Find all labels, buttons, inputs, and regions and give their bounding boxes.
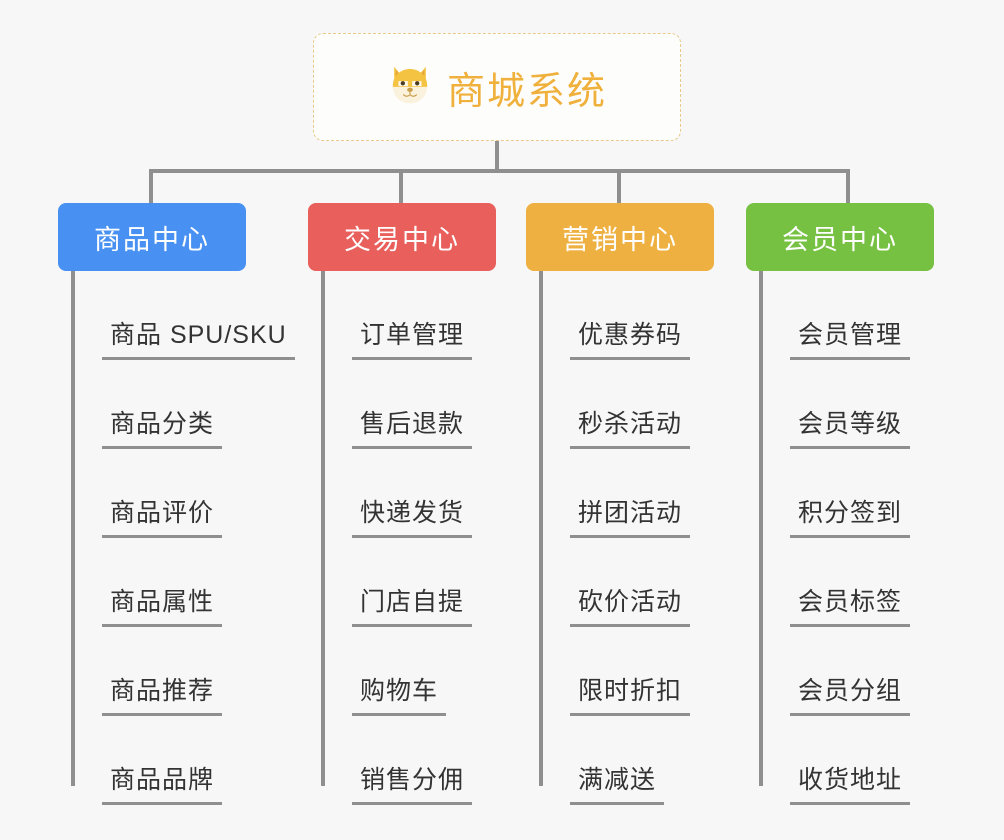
list-item-label: 满减送 [570,760,665,805]
column-marketing-center: 营销中心 优惠券码 秒杀活动 拼团活动 砍价活动 限时折扣 满减送 [526,203,714,805]
root-node[interactable]: 商城系统 [313,33,681,141]
connector-root-stem [495,141,499,173]
list-item[interactable]: 商品属性 [71,538,246,627]
list-item[interactable]: 订单管理 [321,271,496,360]
column-header-product-center[interactable]: 商品中心 [58,203,246,271]
list-item-label: 商品推荐 [102,671,223,716]
list-item[interactable]: 购物车 [321,627,496,716]
list-item[interactable]: 会员等级 [759,360,934,449]
column-header-trade-center[interactable]: 交易中心 [308,203,496,271]
connector-drop-3 [617,169,621,205]
list-item[interactable]: 会员分组 [759,627,934,716]
list-item[interactable]: 拼团活动 [539,449,714,538]
list-item[interactable]: 满减送 [539,716,714,805]
list-item[interactable]: 商品评价 [71,449,246,538]
list-item-label: 积分签到 [790,493,911,538]
list-item[interactable]: 收货地址 [759,716,934,805]
list-item-label: 限时折扣 [570,671,691,716]
list-item-label: 商品分类 [102,404,223,449]
list-item[interactable]: 限时折扣 [539,627,714,716]
list-item-label: 快递发货 [352,493,473,538]
list-item-label: 秒杀活动 [570,404,691,449]
root-title: 商城系统 [446,70,607,113]
column-body: 订单管理 售后退款 快递发货 门店自提 购物车 销售分佣 [308,271,496,805]
list-item-label: 会员标签 [790,582,911,627]
connector-bus [149,169,850,173]
column-header-member-center[interactable]: 会员中心 [746,203,934,271]
list-item-label: 售后退款 [352,404,473,449]
column-product-center: 商品中心 商品 SPU/SKU 商品分类 商品评价 商品属性 商品推荐 商品品牌 [58,203,295,805]
connector-spine [539,271,543,786]
list-item-label: 会员分组 [790,671,911,716]
list-item[interactable]: 售后退款 [321,360,496,449]
list-item[interactable]: 门店自提 [321,538,496,627]
column-body: 会员管理 会员等级 积分签到 会员标签 会员分组 收货地址 [746,271,934,805]
list-item[interactable]: 商品 SPU/SKU [71,271,295,360]
column-header-label: 交易中心 [344,224,460,255]
connector-drop-1 [149,169,153,205]
list-item[interactable]: 商品品牌 [71,716,246,805]
list-item-label: 购物车 [352,671,447,716]
list-item[interactable]: 会员标签 [759,538,934,627]
list-item[interactable]: 会员管理 [759,271,934,360]
list-item-label: 拼团活动 [570,493,691,538]
connector-spine [759,271,763,786]
list-item[interactable]: 积分签到 [759,449,934,538]
connector-drop-4 [846,169,850,205]
list-item-label: 会员等级 [790,404,911,449]
column-header-label: 营销中心 [562,224,678,255]
list-item-label: 会员管理 [790,315,911,360]
list-item[interactable]: 商品分类 [71,360,246,449]
connector-drop-2 [399,169,403,205]
column-member-center: 会员中心 会员管理 会员等级 积分签到 会员标签 会员分组 收货地址 [746,203,934,805]
list-item[interactable]: 商品推荐 [71,627,246,716]
list-item[interactable]: 快递发货 [321,449,496,538]
column-header-label: 商品中心 [94,224,210,255]
column-body: 商品 SPU/SKU 商品分类 商品评价 商品属性 商品推荐 商品品牌 [58,271,295,805]
list-item-label: 商品 SPU/SKU [102,315,295,360]
list-item-label: 订单管理 [352,315,473,360]
list-item[interactable]: 优惠券码 [539,271,714,360]
list-item-label: 门店自提 [352,582,473,627]
column-header-label: 会员中心 [782,224,898,255]
list-item-label: 砍价活动 [570,582,691,627]
list-item-label: 商品属性 [102,582,223,627]
shiba-dog-icon [387,61,433,114]
list-item-label: 收货地址 [790,760,911,805]
list-item[interactable]: 秒杀活动 [539,360,714,449]
column-trade-center: 交易中心 订单管理 售后退款 快递发货 门店自提 购物车 销售分佣 [308,203,496,805]
connector-spine [321,271,325,786]
connector-spine [71,271,75,786]
list-item[interactable]: 砍价活动 [539,538,714,627]
column-header-marketing-center[interactable]: 营销中心 [526,203,714,271]
list-item[interactable]: 销售分佣 [321,716,496,805]
list-item-label: 优惠券码 [570,315,691,360]
column-body: 优惠券码 秒杀活动 拼团活动 砍价活动 限时折扣 满减送 [526,271,714,805]
list-item-label: 商品品牌 [102,760,223,805]
list-item-label: 商品评价 [102,493,223,538]
list-item-label: 销售分佣 [352,760,473,805]
